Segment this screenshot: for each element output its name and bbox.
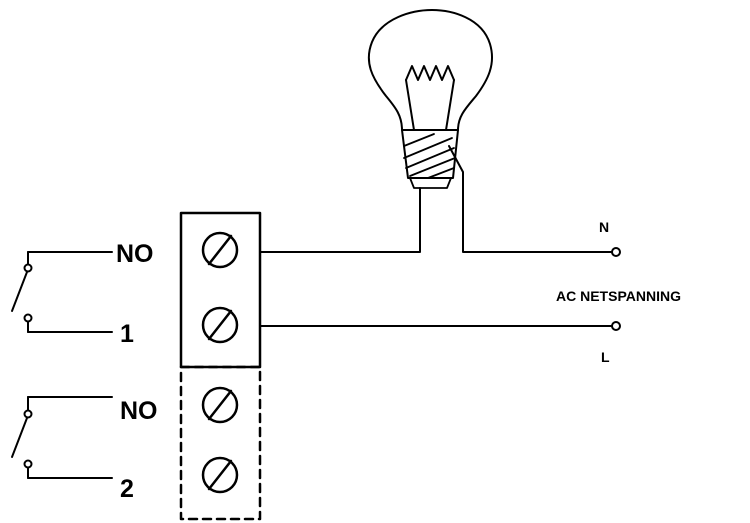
bulb-base [401, 129, 459, 179]
terminal-block-optional [179, 365, 262, 521]
relay-contact-1 [11, 251, 113, 333]
terminal-screw-no2 [201, 386, 239, 424]
label-neutral: N [599, 219, 609, 235]
label-relay2-com: 2 [120, 475, 134, 503]
terminal-screw-com2 [201, 456, 239, 494]
terminal-screw-no1 [201, 231, 239, 269]
light-bulb-icon [367, 9, 494, 189]
terminal-block [179, 211, 262, 369]
label-line: L [601, 349, 610, 365]
relay-contact-2 [11, 396, 113, 479]
bulb-base-thread [403, 133, 456, 179]
wire-no1-to-lamp [259, 187, 421, 253]
wire-lamp-to-neutral [448, 145, 613, 253]
bulb-contact [409, 177, 452, 189]
label-relay1-com: 1 [120, 320, 134, 348]
label-relay2-no: NO [120, 397, 158, 425]
terminal-screw-com1 [201, 306, 239, 344]
terminal-line-dot [611, 321, 621, 331]
filament-lead-left [405, 79, 415, 131]
label-relay1-no: NO [116, 240, 154, 268]
bulb-filament [405, 65, 455, 81]
bulb-glass [367, 9, 494, 131]
label-supply: AC NETSPANNING [556, 288, 681, 304]
filament-lead-right [445, 79, 455, 131]
terminal-neutral-dot [611, 247, 621, 257]
